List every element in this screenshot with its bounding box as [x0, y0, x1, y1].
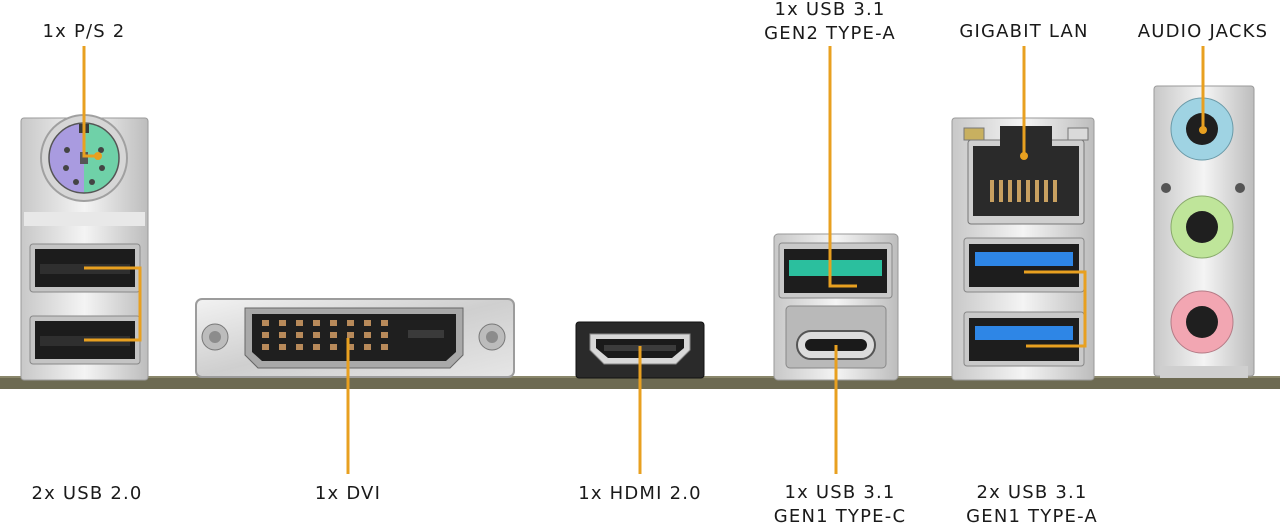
- label-ps2-line1: 1x P/S 2: [42, 21, 126, 42]
- lan-usb-stack: [951, 117, 1095, 381]
- label-audio-line1: AUDIO JACKS: [1137, 21, 1269, 42]
- ps2-combo-port: [40, 114, 128, 202]
- dvi-pin: [279, 332, 286, 338]
- usb-3-1-stack: [773, 233, 899, 381]
- label-usb31-gen1-a: 2x USB 3.1 GEN1 TYPE-A: [952, 481, 1112, 529]
- rj45-pin: [1044, 180, 1048, 202]
- label-hdmi-line1: 1x HDMI 2.0: [578, 483, 702, 504]
- dvi-pin: [296, 320, 303, 326]
- label-usb31-gen2-a: 1x USB 3.1 GEN2 TYPE-A: [750, 0, 910, 46]
- dvi-pin: [262, 332, 269, 338]
- rj45-pin: [990, 180, 994, 202]
- label-lan-line1: GIGABIT LAN: [959, 21, 1089, 42]
- dvi-pin: [313, 332, 320, 338]
- dvi-pin: [381, 344, 388, 350]
- dvi-pin: [279, 320, 286, 326]
- dvi-pin: [262, 320, 269, 326]
- label-dvi-line1: 1x DVI: [314, 483, 382, 504]
- dvi-pin: [364, 332, 371, 338]
- leader-usb31-gen1-a: [1024, 270, 1087, 348]
- rj45-pin: [1026, 180, 1030, 202]
- label-usb31-gen2-a-line2: GEN2 TYPE-A: [764, 23, 896, 44]
- label-ps2: 1x P/S 2: [24, 20, 144, 44]
- rj45-pin: [999, 180, 1003, 202]
- leader-usb20: [84, 266, 142, 342]
- rj45-port: [963, 126, 1089, 225]
- dvi-pin: [364, 320, 371, 326]
- dvi-pin: [313, 320, 320, 326]
- rj45-pin: [1035, 180, 1039, 202]
- dvi-pin: [364, 344, 371, 350]
- dvi-pin: [279, 344, 286, 350]
- dvi-pin: [330, 332, 337, 338]
- label-hdmi: 1x HDMI 2.0: [565, 482, 715, 506]
- dvi-pin: [347, 320, 354, 326]
- audio-mic-jack: [1170, 290, 1234, 354]
- dvi-pin: [347, 332, 354, 338]
- label-lan: GIGABIT LAN: [944, 20, 1104, 44]
- dvi-pin: [330, 344, 337, 350]
- label-dvi: 1x DVI: [298, 482, 398, 506]
- dvi-pin: [347, 344, 354, 350]
- dvi-pin: [296, 344, 303, 350]
- leader-lines: [82, 46, 1205, 474]
- usb-3-1-gen1-type-a-port-top: [963, 237, 1085, 293]
- dvi-pin: [381, 320, 388, 326]
- label-usb31-gen1-a-line2: GEN1 TYPE-A: [966, 506, 1098, 527]
- rj45-pin: [1053, 180, 1057, 202]
- label-usb20-line1: 2x USB 2.0: [31, 483, 143, 504]
- usb-3-1-gen2-type-a-port: [778, 242, 893, 299]
- label-usb20: 2x USB 2.0: [12, 482, 162, 506]
- dvi-pin: [296, 332, 303, 338]
- leader-ps2: [82, 46, 98, 158]
- rj45-pin: [1017, 180, 1021, 202]
- label-usb31-gen1-c-line1: 1x USB 3.1: [784, 482, 896, 503]
- label-usb31-gen1-c: 1x USB 3.1 GEN1 TYPE-C: [760, 481, 920, 529]
- label-usb31-gen1-a-line1: 2x USB 3.1: [976, 482, 1088, 503]
- dvi-pin: [330, 320, 337, 326]
- label-usb31-gen2-a-line1: 1x USB 3.1: [774, 0, 886, 20]
- dvi-pin: [313, 344, 320, 350]
- audio-jack-stack: [1153, 85, 1255, 378]
- label-audio: AUDIO JACKS: [1126, 20, 1280, 44]
- ps2-usb-stack: [20, 114, 149, 381]
- audio-line-out-jack: [1170, 195, 1234, 259]
- rj45-pin: [1008, 180, 1012, 202]
- label-usb31-gen1-c-line2: GEN1 TYPE-C: [773, 506, 907, 527]
- dvi-pin: [262, 344, 269, 350]
- usb-3-1-gen1-type-a-port-bottom: [963, 311, 1085, 367]
- leader-usb31-gen2-a: [828, 46, 857, 288]
- dvi-pin: [381, 332, 388, 338]
- dvi-port: [195, 298, 515, 378]
